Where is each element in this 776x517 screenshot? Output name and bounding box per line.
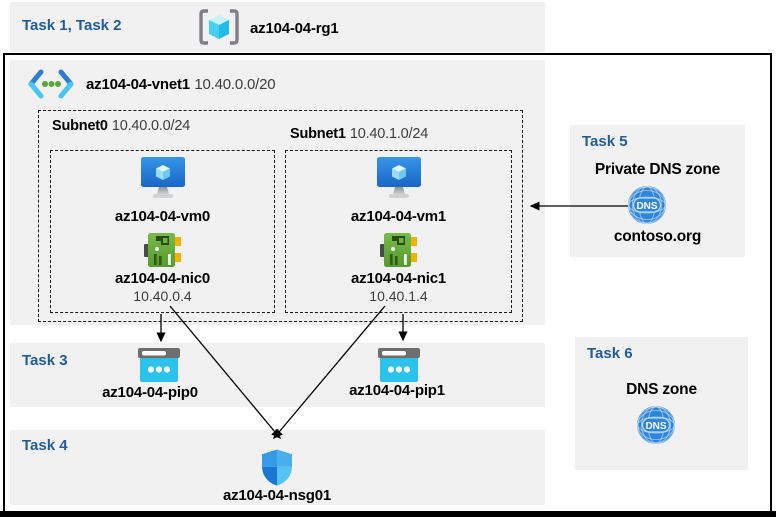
resource-group-name: az104-04-rg1	[250, 20, 339, 37]
dns-zone-icon: DNS	[637, 406, 675, 444]
subnet0-title: Subnet0 10.40.0.0/24	[52, 118, 190, 134]
virtual-network-icon	[28, 69, 74, 99]
vnet-title: az104-04-vnet1 10.40.0.0/20	[86, 76, 276, 94]
task6-panel: Task 6 DNS zone DNS	[575, 337, 748, 470]
public-ip-icon	[138, 348, 180, 382]
task5-label: Task 5	[582, 133, 628, 150]
subnet0-name: Subnet0	[52, 118, 108, 134]
subnet1-box: az104-04-vm1 az104-04-nic1 10.40.1.4	[285, 150, 512, 313]
subnet1-name: Subnet1	[290, 126, 346, 142]
task4-label: Task 4	[22, 437, 68, 454]
nsg-label: az104-04-nsg01	[222, 487, 332, 504]
pip0-label: az104-04-pip0	[102, 384, 198, 401]
subnet0-box: az104-04-vm0 az104-04-nic0 10.40.0.4	[50, 150, 275, 313]
pip1-label: az104-04-pip1	[349, 382, 445, 399]
task-1-2-label: Task 1, Task 2	[22, 17, 122, 34]
vm1-label: az104-04-vm1	[350, 208, 447, 225]
dns-icon-text: DNS	[645, 421, 666, 432]
task4-panel: Task 4 az104-04-nsg01	[10, 430, 545, 505]
vm0-label: az104-04-vm0	[114, 208, 211, 225]
resource-group-icon	[199, 9, 239, 45]
virtual-machine-icon	[376, 157, 421, 198]
nic1-ip: 10.40.1.4	[369, 288, 428, 304]
network-interface-icon	[379, 233, 417, 267]
virtual-machine-icon	[140, 157, 185, 198]
private-dns-zone-name: contoso.org	[613, 228, 702, 245]
private-dns-zone-title: Private DNS zone	[594, 161, 721, 178]
nic0-label: az104-04-nic0	[115, 270, 210, 287]
task6-label: Task 6	[587, 345, 633, 362]
private-dns-zone-icon: DNS	[628, 186, 666, 224]
dns-icon-text: DNS	[636, 201, 657, 212]
network-interface-icon	[143, 233, 181, 267]
vnet-panel: az104-04-vnet1 10.40.0.0/20 Subnet0 10.4…	[10, 60, 545, 325]
vnet-name: az104-04-vnet1	[86, 76, 190, 93]
resource-group-header: Task 1, Task 2 az104-04-rg1	[10, 2, 545, 52]
bottom-border	[0, 511, 776, 517]
task5-panel: Task 5 Private DNS zone DNS contoso.org	[570, 125, 745, 257]
subnet1-cidr: 10.40.1.0/24	[349, 126, 429, 142]
nic1-label: az104-04-nic1	[351, 270, 446, 287]
subnet1-title: Subnet1 10.40.1.0/24	[290, 126, 428, 142]
nic0-ip: 10.40.0.4	[133, 288, 192, 304]
nsg-shield-icon	[262, 449, 292, 486]
public-ip-icon	[378, 348, 420, 382]
task3-label: Task 3	[22, 352, 68, 369]
subnet0-cidr: 10.40.0.0/24	[111, 118, 191, 134]
dns-zone-title: DNS zone	[626, 381, 697, 398]
vnet-cidr: 10.40.0.0/20	[194, 76, 276, 93]
task3-panel: Task 3 az104-04-pip0 az104-04-pip1	[10, 343, 545, 407]
